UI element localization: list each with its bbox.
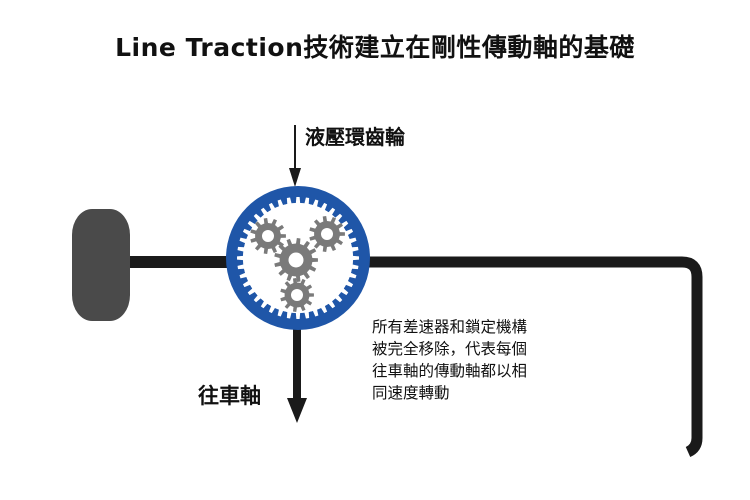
left-shaft [120, 256, 232, 268]
planet-gear-hub [321, 228, 333, 240]
diagram-title: Line Traction技術建立在剛性傳動軸的基礎 [115, 33, 635, 62]
ring-gear-label: 液壓環齒輪 [305, 125, 405, 149]
description-note: 所有差速器和鎖定機構 被完全移除，代表每個 往車軸的傳動軸都以相 同速度轉動 [372, 316, 582, 404]
planetary-gear-icon [226, 186, 370, 330]
planet-gear-hub [262, 230, 274, 242]
right-shaft [366, 256, 703, 458]
planet-gear-hub [291, 289, 303, 301]
wheel-icon [72, 209, 130, 321]
note-line: 被完全移除，代表每個 [372, 340, 528, 358]
output-label: 往車軸 [198, 384, 261, 408]
input-arrow [289, 125, 301, 187]
note-line: 所有差速器和鎖定機構 [372, 318, 528, 336]
note-line: 往車軸的傳動軸都以相 [372, 362, 528, 380]
sun-gear-hub [288, 252, 304, 268]
output-arrow [287, 322, 307, 423]
note-line: 同速度轉動 [372, 384, 450, 402]
